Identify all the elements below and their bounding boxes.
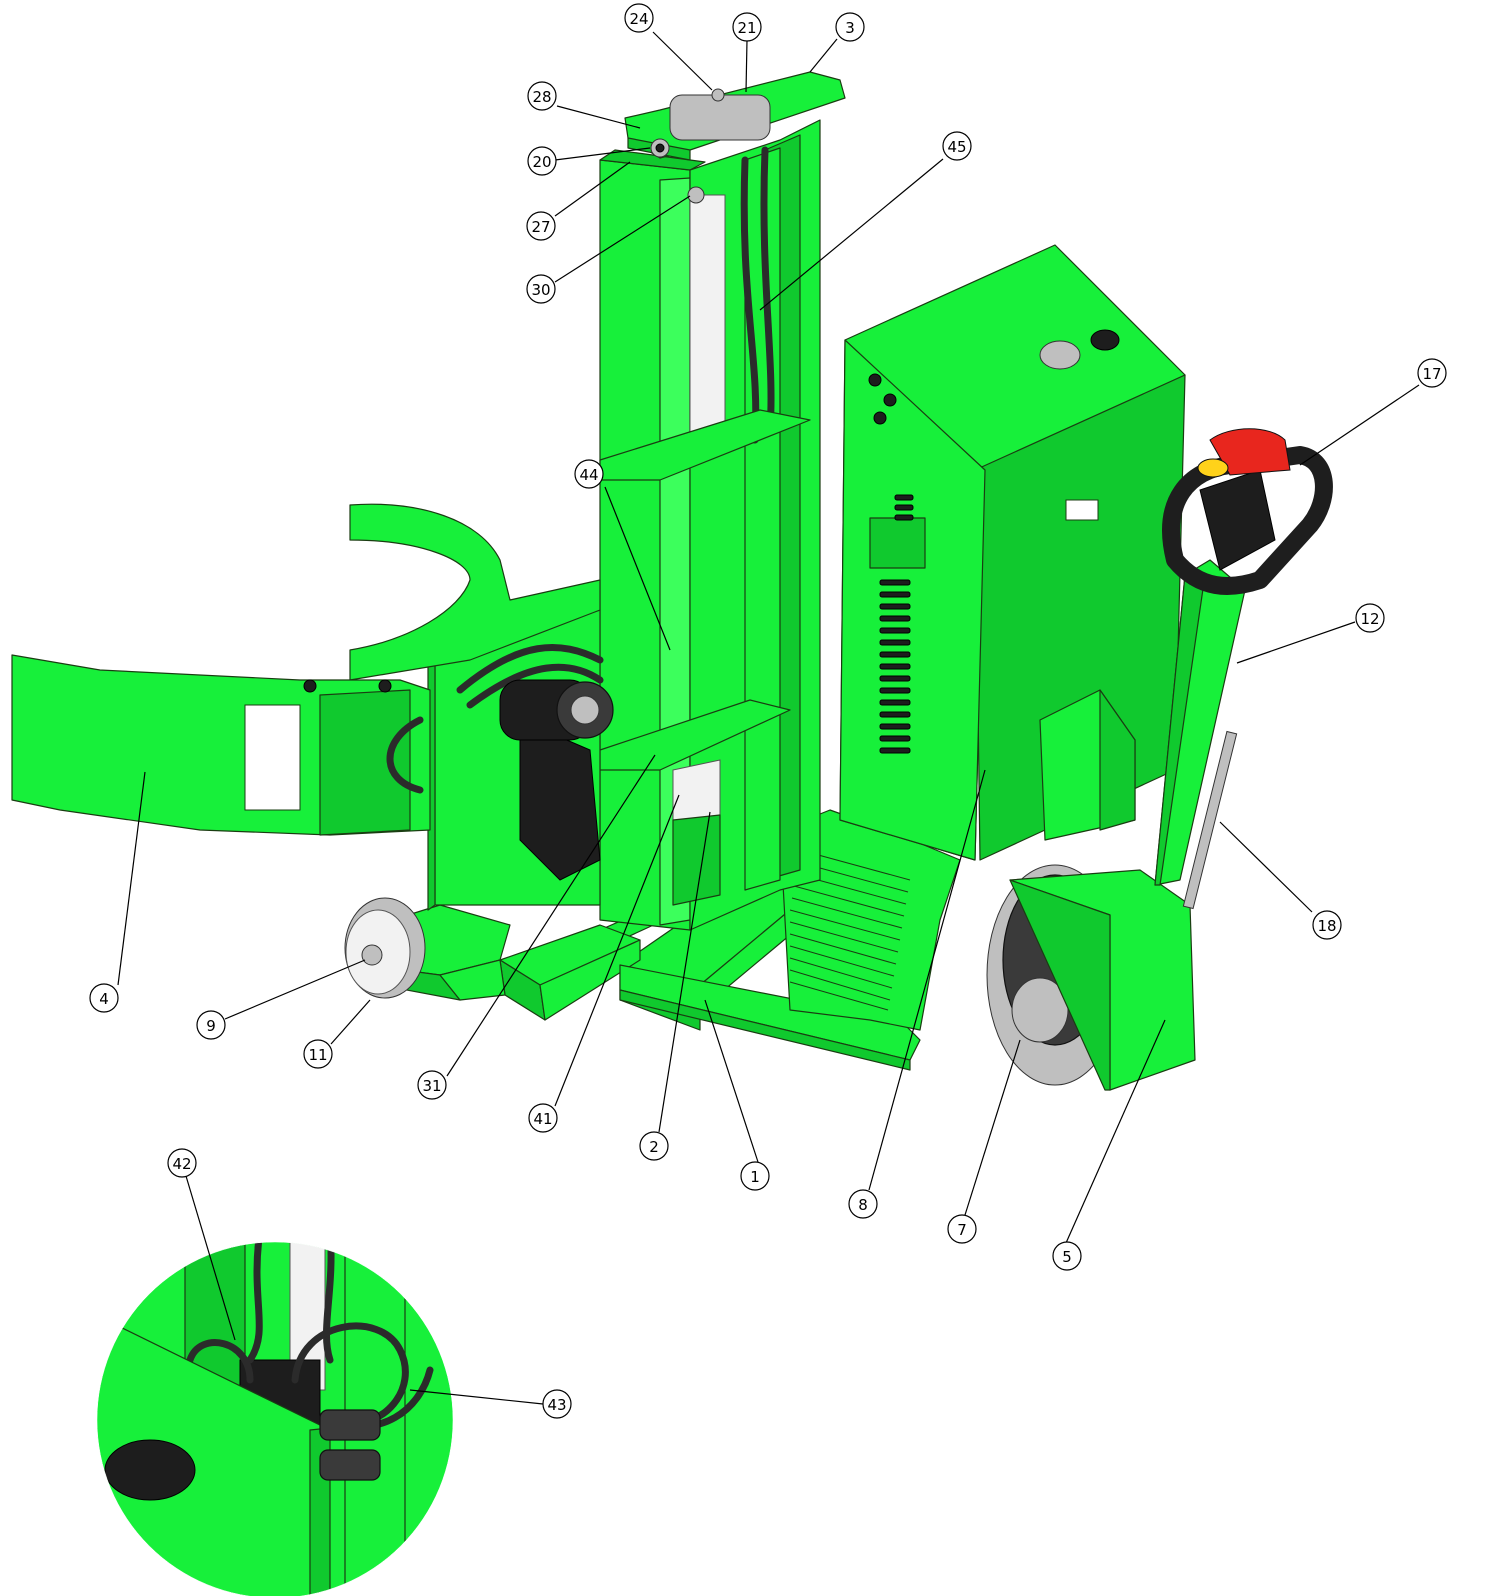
callout-28: 28	[527, 81, 557, 111]
callout-label: 2	[649, 1138, 659, 1156]
callout-circle	[947, 1214, 977, 1244]
callout-circle	[942, 131, 972, 161]
callout-label: 28	[532, 88, 551, 106]
callout-3: 3	[835, 12, 865, 42]
callout-42: 42	[167, 1148, 197, 1178]
callout-44: 44	[574, 459, 604, 489]
clamp-arms	[11, 503, 601, 836]
callout-label: 3	[845, 19, 855, 37]
callout-circle	[527, 146, 557, 176]
callout-5: 5	[1052, 1241, 1082, 1271]
callout-circle	[167, 1148, 197, 1178]
callout-45: 45	[942, 131, 972, 161]
callout-circle	[542, 1389, 572, 1419]
machine-illustration	[11, 71, 1333, 1091]
callout-circle	[303, 1039, 333, 1069]
callout-label: 17	[1422, 365, 1441, 383]
callout-label: 21	[737, 19, 756, 37]
control-tower	[839, 244, 1186, 861]
callout-label: 7	[957, 1221, 967, 1239]
carriage-plate	[427, 609, 614, 911]
callout-18: 18	[1312, 910, 1342, 940]
callout-7: 7	[947, 1214, 977, 1244]
callout-17: 17	[1417, 358, 1447, 388]
callout-43: 43	[542, 1389, 572, 1419]
callout-circle	[835, 12, 865, 42]
callout-label: 41	[533, 1110, 552, 1128]
callout-label: 8	[858, 1196, 868, 1214]
callout-label: 44	[579, 466, 598, 484]
callout-circle	[1355, 603, 1385, 633]
callout-label: 43	[547, 1396, 566, 1414]
callout-circle	[1052, 1241, 1082, 1271]
callout-label: 9	[206, 1017, 216, 1035]
callout-label: 4	[99, 990, 109, 1008]
callout-circle	[639, 1131, 669, 1161]
callout-2: 2	[639, 1131, 669, 1161]
callout-circle	[1312, 910, 1342, 940]
callout-circle	[740, 1161, 770, 1191]
callout-circle	[574, 459, 604, 489]
callout-30: 30	[526, 274, 556, 304]
callout-circle	[732, 12, 762, 42]
leader-lines	[117, 31, 1420, 1405]
callout-label: 31	[422, 1077, 441, 1095]
callout-circle	[528, 1103, 558, 1133]
callout-circle	[527, 81, 557, 111]
callout-circle	[1417, 358, 1447, 388]
step-plate	[779, 809, 961, 1031]
callout-8: 8	[848, 1189, 878, 1219]
vent-slots	[879, 494, 914, 754]
front-caster-wheel	[344, 897, 426, 999]
callout-label: 45	[947, 138, 966, 156]
callout-41: 41	[528, 1103, 558, 1133]
handle-yellow-button	[1197, 458, 1229, 478]
callout-20: 20	[527, 146, 557, 176]
callout-24: 24	[624, 3, 654, 33]
callout-1: 1	[740, 1161, 770, 1191]
callout-31: 31	[417, 1070, 447, 1100]
callout-21: 21	[732, 12, 762, 42]
drive-wheel	[986, 864, 1196, 1091]
mast-assembly	[599, 71, 846, 931]
callout-label: 1	[750, 1168, 760, 1186]
callout-circle	[89, 983, 119, 1013]
callout-label: 42	[172, 1155, 191, 1173]
callout-4: 4	[89, 983, 119, 1013]
callout-12: 12	[1355, 603, 1385, 633]
callout-27: 27	[526, 211, 556, 241]
tiller-handle	[1154, 428, 1333, 910]
callout-label: 30	[531, 281, 550, 299]
detail-view-circle	[97, 1242, 453, 1596]
callout-11: 11	[303, 1039, 333, 1069]
callout-label: 27	[531, 218, 550, 236]
callout-label: 11	[308, 1046, 327, 1064]
callout-circle	[417, 1070, 447, 1100]
callout-label: 20	[532, 153, 551, 171]
callout-circle	[526, 211, 556, 241]
callout-circle	[196, 1010, 226, 1040]
callout-circle	[848, 1189, 878, 1219]
callout-circle	[526, 274, 556, 304]
callout-label: 12	[1360, 610, 1379, 628]
callout-label: 5	[1062, 1248, 1072, 1266]
handle-red-grip	[1209, 428, 1291, 476]
callout-label: 24	[629, 10, 648, 28]
callout-label: 18	[1317, 917, 1336, 935]
callout-9: 9	[196, 1010, 226, 1040]
callout-circle	[624, 3, 654, 33]
